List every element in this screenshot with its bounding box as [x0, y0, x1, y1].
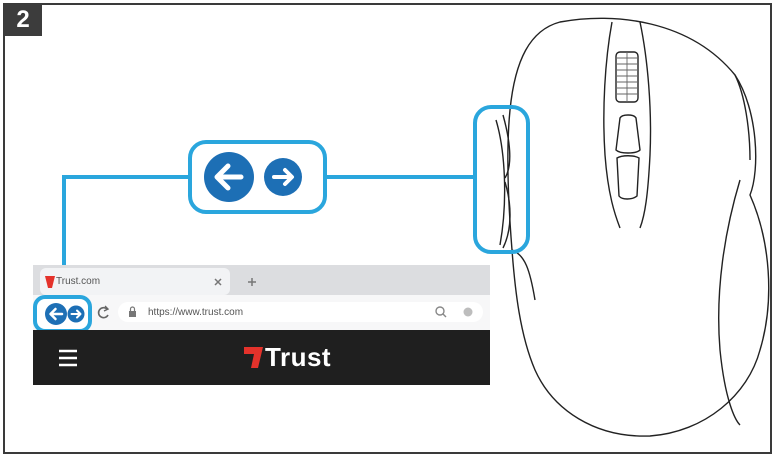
- new-tab-icon[interactable]: [248, 278, 256, 286]
- connector-line-left: [62, 175, 190, 295]
- mouse-illustration: [495, 17, 770, 437]
- small-forward-arrow-icon[interactable]: [67, 305, 85, 323]
- browser-tab-title: Trust.com: [56, 276, 101, 287]
- site-header: [33, 330, 490, 385]
- hamburger-icon[interactable]: [59, 349, 77, 367]
- small-back-arrow-icon[interactable]: [45, 303, 67, 325]
- trust-brand-name: Trust: [265, 342, 332, 372]
- close-tab-icon[interactable]: [214, 278, 222, 286]
- lock-icon: [129, 306, 136, 317]
- browser-url: https://www.trust.com: [148, 307, 244, 318]
- button-callout: [188, 140, 327, 214]
- scroll-wheel-texture: [616, 52, 638, 102]
- diagram-frame: [3, 3, 772, 454]
- side-button-highlight: [473, 105, 530, 254]
- browser-window: [33, 265, 490, 385]
- mouse-right-button-seam: [639, 21, 652, 229]
- tab-favicon-icon: [45, 276, 55, 288]
- reload-icon[interactable]: [97, 305, 110, 319]
- mouse-top-contour: [734, 74, 751, 161]
- trust-logo-icon: [244, 347, 263, 368]
- back-arrow-icon[interactable]: [204, 152, 254, 202]
- mouse-left-button-seam: [603, 21, 621, 229]
- dpi-button-upper: [615, 114, 641, 154]
- step-badge: 2: [4, 4, 42, 36]
- zoom-icon[interactable]: [435, 306, 447, 318]
- bookmark-star-icon[interactable]: [463, 307, 473, 317]
- mouse-right-grip-contour: [718, 179, 741, 426]
- connector-lines: [62, 175, 475, 295]
- browser-tab[interactable]: [40, 268, 230, 295]
- mouse-side-button-upper: [502, 114, 511, 179]
- mouse-thumb-rest-contour: [511, 249, 536, 301]
- dpi-button-lower: [616, 155, 640, 200]
- mouse-side-button-lower: [502, 181, 511, 249]
- address-bar[interactable]: [118, 302, 483, 322]
- mouse-side-contour: [495, 119, 506, 246]
- forward-arrow-icon[interactable]: [264, 158, 302, 196]
